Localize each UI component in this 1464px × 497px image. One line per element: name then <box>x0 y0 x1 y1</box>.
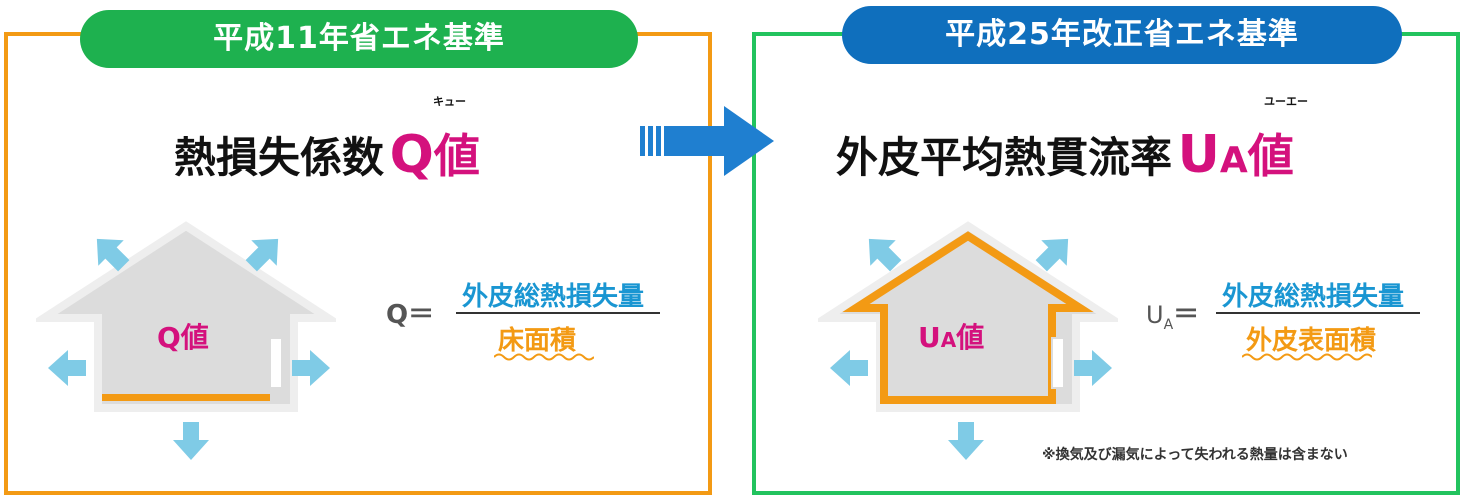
left-house-body <box>36 221 336 412</box>
left-ruby: キュー <box>433 95 466 108</box>
right-house-envelope <box>842 231 1094 404</box>
right-formula-lhs: UA＝ <box>1146 294 1199 333</box>
right-house-label-sub: A <box>940 328 957 352</box>
left-formula-numerator: 外皮総熱損失量 <box>462 282 645 312</box>
right-formula-lhs-eq: ＝ <box>1173 300 1200 330</box>
heat-loss-arrow-icon <box>48 350 86 386</box>
left-house-window <box>269 337 283 389</box>
heat-loss-arrow-icon <box>1074 350 1112 386</box>
right-house-window <box>1051 337 1065 389</box>
right-formula-denominator: 外皮表面積 <box>1246 326 1377 356</box>
right-house-label-main: U <box>918 321 941 354</box>
left-heading-symbol: Q <box>389 125 434 185</box>
right-heading-symbol-sub: A <box>1219 140 1248 181</box>
right-heading-text: 外皮平均熱貫流率 <box>836 133 1173 182</box>
heat-loss-arrow-icon <box>173 422 209 460</box>
right-heading-value: 値 <box>1247 129 1294 183</box>
left-house-label: Q値 <box>157 321 209 354</box>
left-house-floor <box>102 394 270 401</box>
heat-loss-arrow-icon <box>830 350 868 386</box>
heat-loss-arrow-icon <box>1035 238 1069 272</box>
heat-loss-arrow-icon <box>292 350 330 386</box>
left-house-diagram <box>36 221 336 460</box>
left-formula: Q＝ 外皮総熱損失量 床面積 <box>386 276 666 366</box>
right-formula-numerator: 外皮総熱損失量 <box>1222 282 1405 312</box>
right-formula-lhs-sub: A <box>1163 317 1174 333</box>
left-standard-badge: 平成11年省エネ基準 <box>80 10 638 68</box>
right-formula-bar <box>1216 312 1420 314</box>
heat-loss-arrow-icon <box>96 238 130 272</box>
left-formula-bar <box>456 312 660 314</box>
exclusion-note: ※換気及び漏気によって失われる熱量は含まない <box>1042 447 1348 463</box>
right-house-diagram <box>818 221 1118 460</box>
right-formula-lhs-main: U <box>1146 301 1164 329</box>
left-heading: 熱損失係数 Q値 <box>174 120 480 186</box>
left-heading-value: 値 <box>433 129 480 183</box>
right-ruby: ユーエー <box>1264 95 1308 108</box>
heat-loss-arrow-icon <box>948 422 984 460</box>
right-heading: 外皮平均熱貫流率 UA値 <box>836 120 1294 186</box>
right-house-label: UA値 <box>918 316 984 356</box>
right-house-label-val: 値 <box>956 321 985 354</box>
left-heading-text: 熱損失係数 <box>174 133 385 182</box>
right-standard-panel <box>752 32 1460 495</box>
right-formula: UA＝ 外皮総熱損失量 外皮表面積 <box>1146 276 1436 366</box>
left-formula-wave <box>494 353 594 361</box>
heat-loss-arrow-icon <box>868 238 902 272</box>
right-house-body <box>818 221 1118 412</box>
left-formula-lhs: Q＝ <box>386 300 435 330</box>
heat-loss-arrow-icon <box>245 238 279 272</box>
left-formula-denominator: 床面積 <box>498 326 577 356</box>
transition-arrow-icon <box>640 106 774 176</box>
right-formula-wave <box>1242 353 1372 361</box>
right-heading-symbol: U <box>1177 125 1220 185</box>
right-standard-badge: 平成25年改正省エネ基準 <box>842 6 1402 64</box>
